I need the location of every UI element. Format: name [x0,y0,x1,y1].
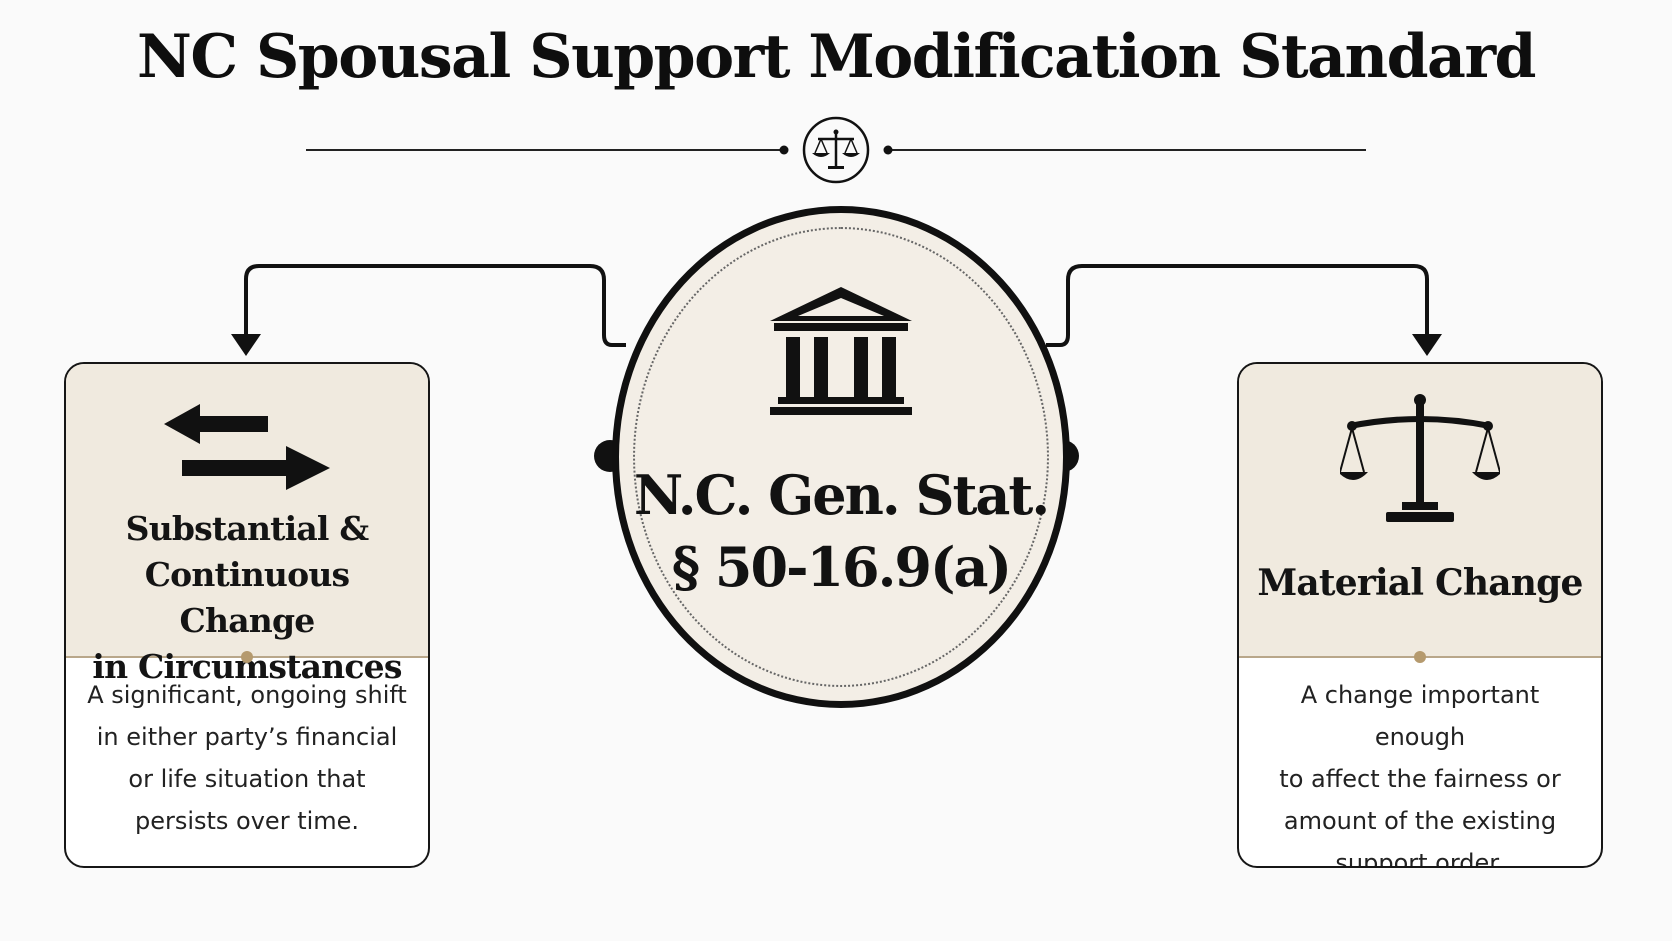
scales-icon [1340,394,1500,522]
connector-left [244,264,626,347]
arrowhead-right [1412,334,1442,356]
header-accent-dot [241,651,253,663]
header-accent-dot [1414,651,1426,663]
courthouse-icon [770,287,912,415]
swap-arrows-icon [164,404,330,490]
divider-scales-icon [802,116,870,184]
connector-right [1046,264,1429,347]
card-title: Material Change [1257,562,1583,604]
description-line: persists over time. [134,807,360,835]
card-header: Substantial & Continuous Change in Circu… [66,364,428,686]
divider-dot-left [779,145,789,155]
card-substantial-change: Substantial & Continuous Change in Circu… [64,362,430,868]
statute-citation-line1: N.C. Gen. Stat. [633,463,1050,527]
card-header: Material Change [1239,364,1601,663]
card-material-change: Material Change A change important enoug… [1237,362,1603,868]
description-line: A change important enough [1300,681,1540,751]
description-line: amount of the existing [1283,807,1557,835]
description-line: A significant, ongoing shift [87,681,407,709]
divider-dot-right [883,145,893,155]
description-line: or life situation that [128,765,366,793]
card-title-line: Continuous Change [144,555,350,640]
card-title: Substantial & Continuous Change in Circu… [74,506,420,690]
card-description: A change important enough to affect the … [1253,674,1587,868]
arrowhead-left [231,334,261,356]
description-line: support order. [1335,849,1505,868]
card-description: A significant, ongoing shift in either p… [80,674,414,842]
card-title-line: Substantial & [125,509,369,548]
statute-citation-line2: § 50-16.9(a) [671,535,1012,599]
description-line: in either party’s financial [96,723,398,751]
statute-circle: N.C. Gen. Stat. § 50-16.9(a) [612,206,1070,708]
description-line: to affect the fairness or [1279,765,1561,793]
statute-dotted-ring [633,227,1049,687]
page-title: NC Spousal Support Modification Standard [136,22,1537,92]
